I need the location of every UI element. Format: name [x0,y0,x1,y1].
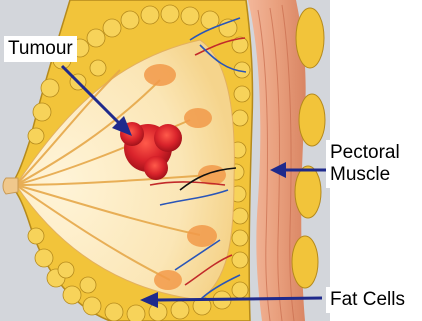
fat-cells-label: Fat Cells [326,287,409,313]
tumour-label: Tumour [4,36,77,62]
pectoral-label-line2: Muscle [330,164,418,186]
fat-cells-arrow [158,298,322,300]
pectoral-muscle-label: Pectoral Muscle [326,140,422,188]
pectoral-label-line1: Pectoral [330,142,418,164]
nipple [3,178,18,194]
